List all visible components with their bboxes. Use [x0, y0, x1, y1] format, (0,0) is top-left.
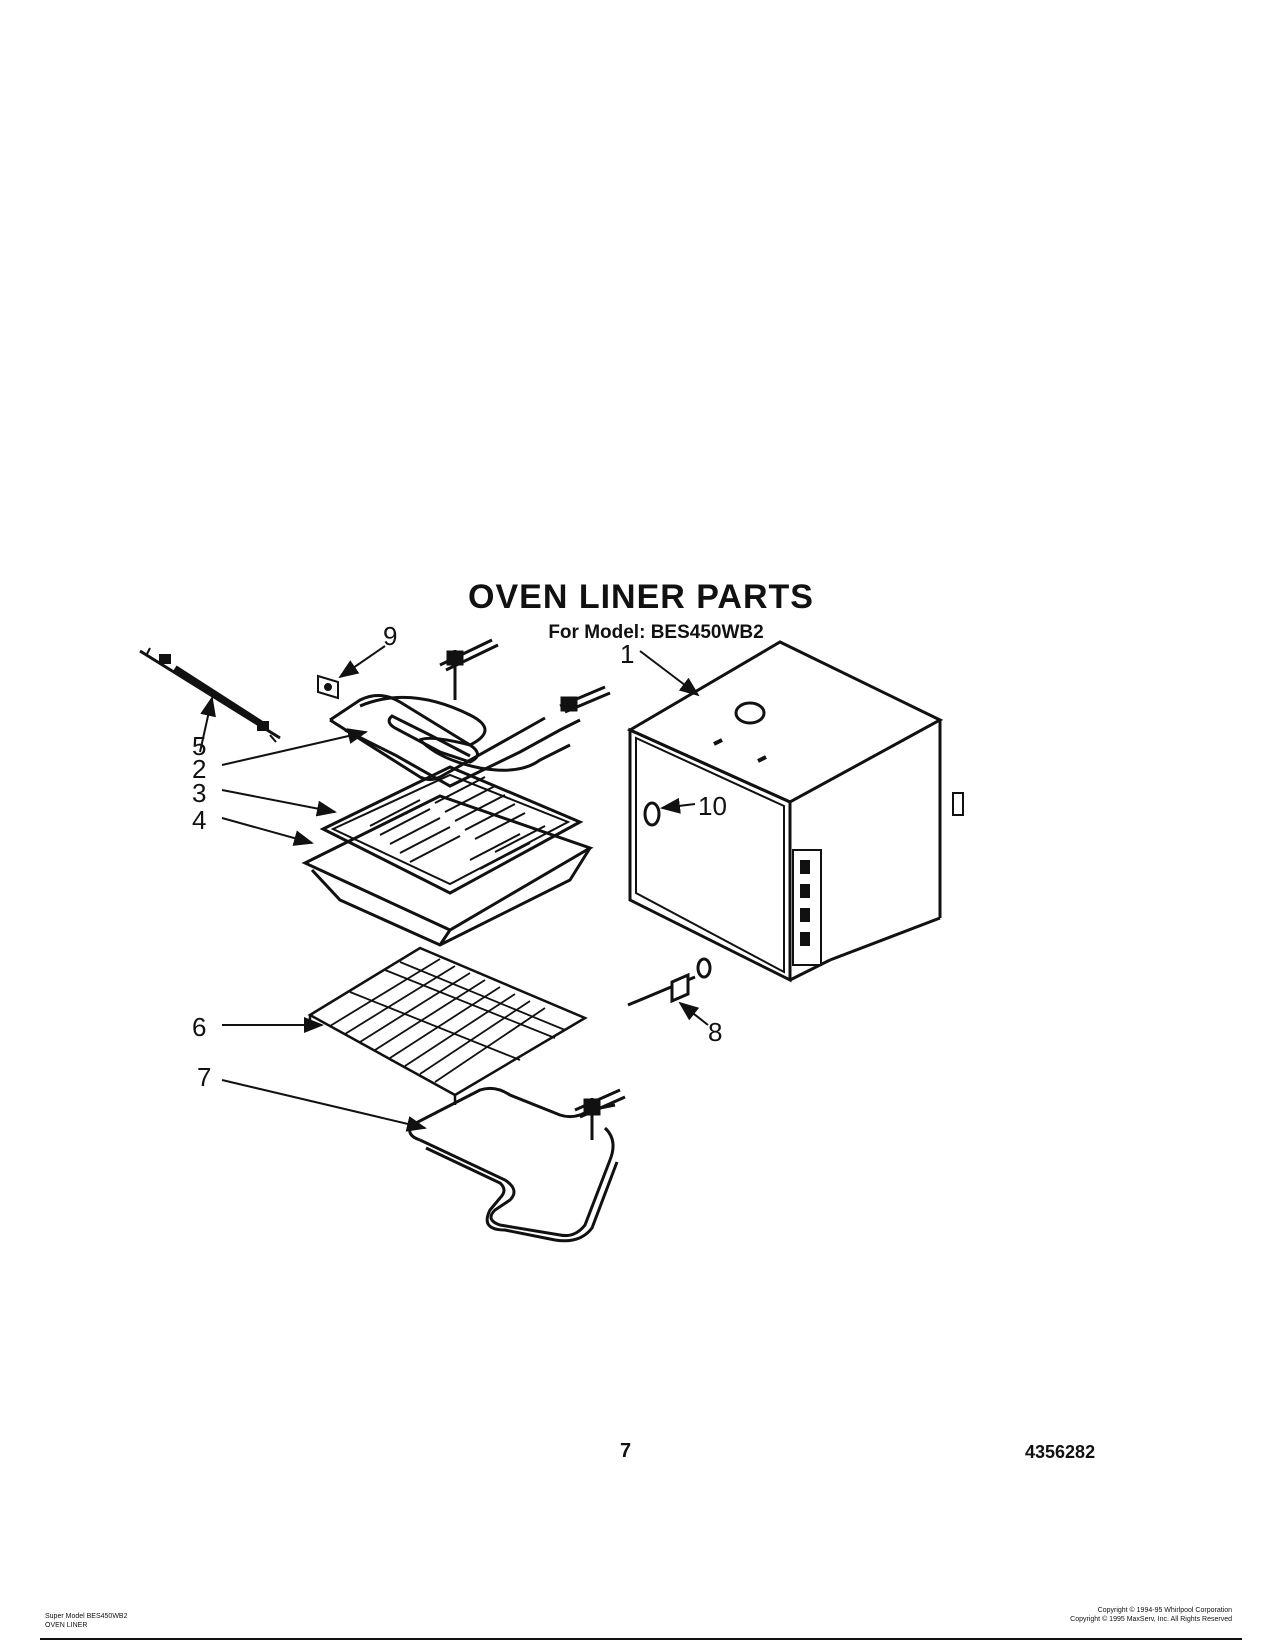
part-3-broiler-grid — [319, 765, 584, 895]
page-number: 7 — [620, 1440, 632, 1462]
callout-4: 4 — [192, 805, 206, 835]
leader-10 — [660, 797, 696, 814]
copyright-line-1: Copyright © 1994-95 Whirlpool Corporatio… — [1097, 1607, 1232, 1614]
footer-section-line: OVEN LINER — [45, 1622, 88, 1629]
part-1-oven-liner — [626, 640, 964, 983]
callout-2: 2 — [192, 754, 206, 784]
part-4-broiler-pan — [301, 794, 594, 947]
leader-lines — [199, 645, 709, 1132]
part-7-bake-element — [408, 1086, 626, 1243]
model-subtitle: For Model: BES450WB2 — [548, 622, 764, 643]
leader-8 — [678, 1001, 709, 1026]
leader-4 — [221, 817, 314, 846]
leader-9 — [338, 645, 386, 679]
leader-3 — [221, 789, 337, 817]
callout-7: 7 — [197, 1062, 211, 1092]
footer-model-line: Super Model BES450WB2 — [45, 1613, 128, 1620]
callout-3: 3 — [192, 778, 206, 808]
leader-2 — [221, 728, 368, 766]
part-2-broil-element — [329, 638, 611, 788]
part-6-oven-rack — [307, 946, 588, 1105]
copyright-line-2: Copyright © 1995 MaxServ, Inc. All Right… — [1070, 1616, 1232, 1623]
footer-model-info: Super Model BES450WB2 OVEN LINER — [45, 1612, 128, 1630]
leader-5 — [199, 696, 216, 753]
diagram-title: OVEN LINER PARTS — [468, 578, 814, 616]
part-8-sensor — [627, 957, 712, 1007]
part-5-rod — [139, 647, 281, 743]
callout-1: 1 — [620, 639, 634, 669]
callout-5: 5 — [192, 731, 206, 761]
callout-10: 10 — [698, 791, 727, 821]
callout-6: 6 — [192, 1012, 206, 1042]
leader-1 — [639, 650, 700, 697]
callout-9: 9 — [383, 621, 397, 651]
part-9-bracket — [317, 674, 339, 700]
bottom-rule — [40, 1638, 1242, 1640]
document-number: 4356282 — [1025, 1442, 1096, 1462]
leader-7 — [221, 1079, 427, 1132]
footer-copyright: Copyright © 1994-95 Whirlpool Corporatio… — [1070, 1606, 1232, 1624]
callout-8: 8 — [708, 1017, 722, 1047]
